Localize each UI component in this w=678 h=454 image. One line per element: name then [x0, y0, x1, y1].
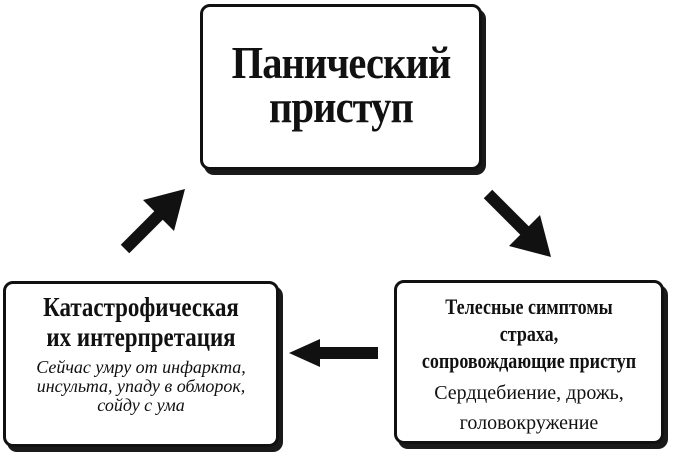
node-panic-attack-title: Панический приступ [220, 37, 463, 132]
node-symptoms-title-line-2: сопровождающие приступ [421, 348, 637, 373]
node-symptoms-detail-line-1: Сердцебиение, дрожь, [434, 382, 624, 404]
node-interpretation-title: Катастрофическая их интерпретация [26, 292, 256, 352]
node-interpretation-detail-line-3: сойду с ума [97, 395, 185, 415]
node-interpretation-detail-line-2: инсульта, упаду в обморок, [36, 376, 246, 396]
node-symptoms-detail-line-2: головокружение [459, 412, 599, 434]
node-bodily-symptoms: Телесные симптомы страха, сопровождающие… [394, 280, 664, 444]
node-symptoms-title: Телесные симптомы страха, сопровождающие… [421, 293, 637, 374]
node-panic-attack-line-1: Панический [231, 37, 452, 88]
node-panic-attack-line-2: приступ [269, 81, 414, 132]
node-interpretation-details: Сейчас умру от инфаркта, инсульта, упаду… [6, 358, 276, 415]
node-interpretation-title-line-2: их интерпретация [46, 322, 236, 352]
node-interpretation-detail-line-1: Сейчас умру от инфаркта, [36, 357, 246, 377]
arrow-top-to-right [483, 189, 551, 257]
node-panic-attack: Панический приступ [200, 4, 482, 170]
node-interpretation-title-line-1: Катастрофическая [43, 292, 239, 322]
node-symptoms-title-line-1: Телесные симптомы страха, [445, 294, 613, 346]
node-catastrophic-interpretation: Катастрофическая их интерпретация Сейчас… [3, 281, 279, 447]
arrow-left-to-top [120, 189, 185, 254]
node-symptoms-details: Сердцебиение, дрожь, головокружение [397, 378, 661, 438]
arrow-right-to-left [289, 339, 378, 367]
